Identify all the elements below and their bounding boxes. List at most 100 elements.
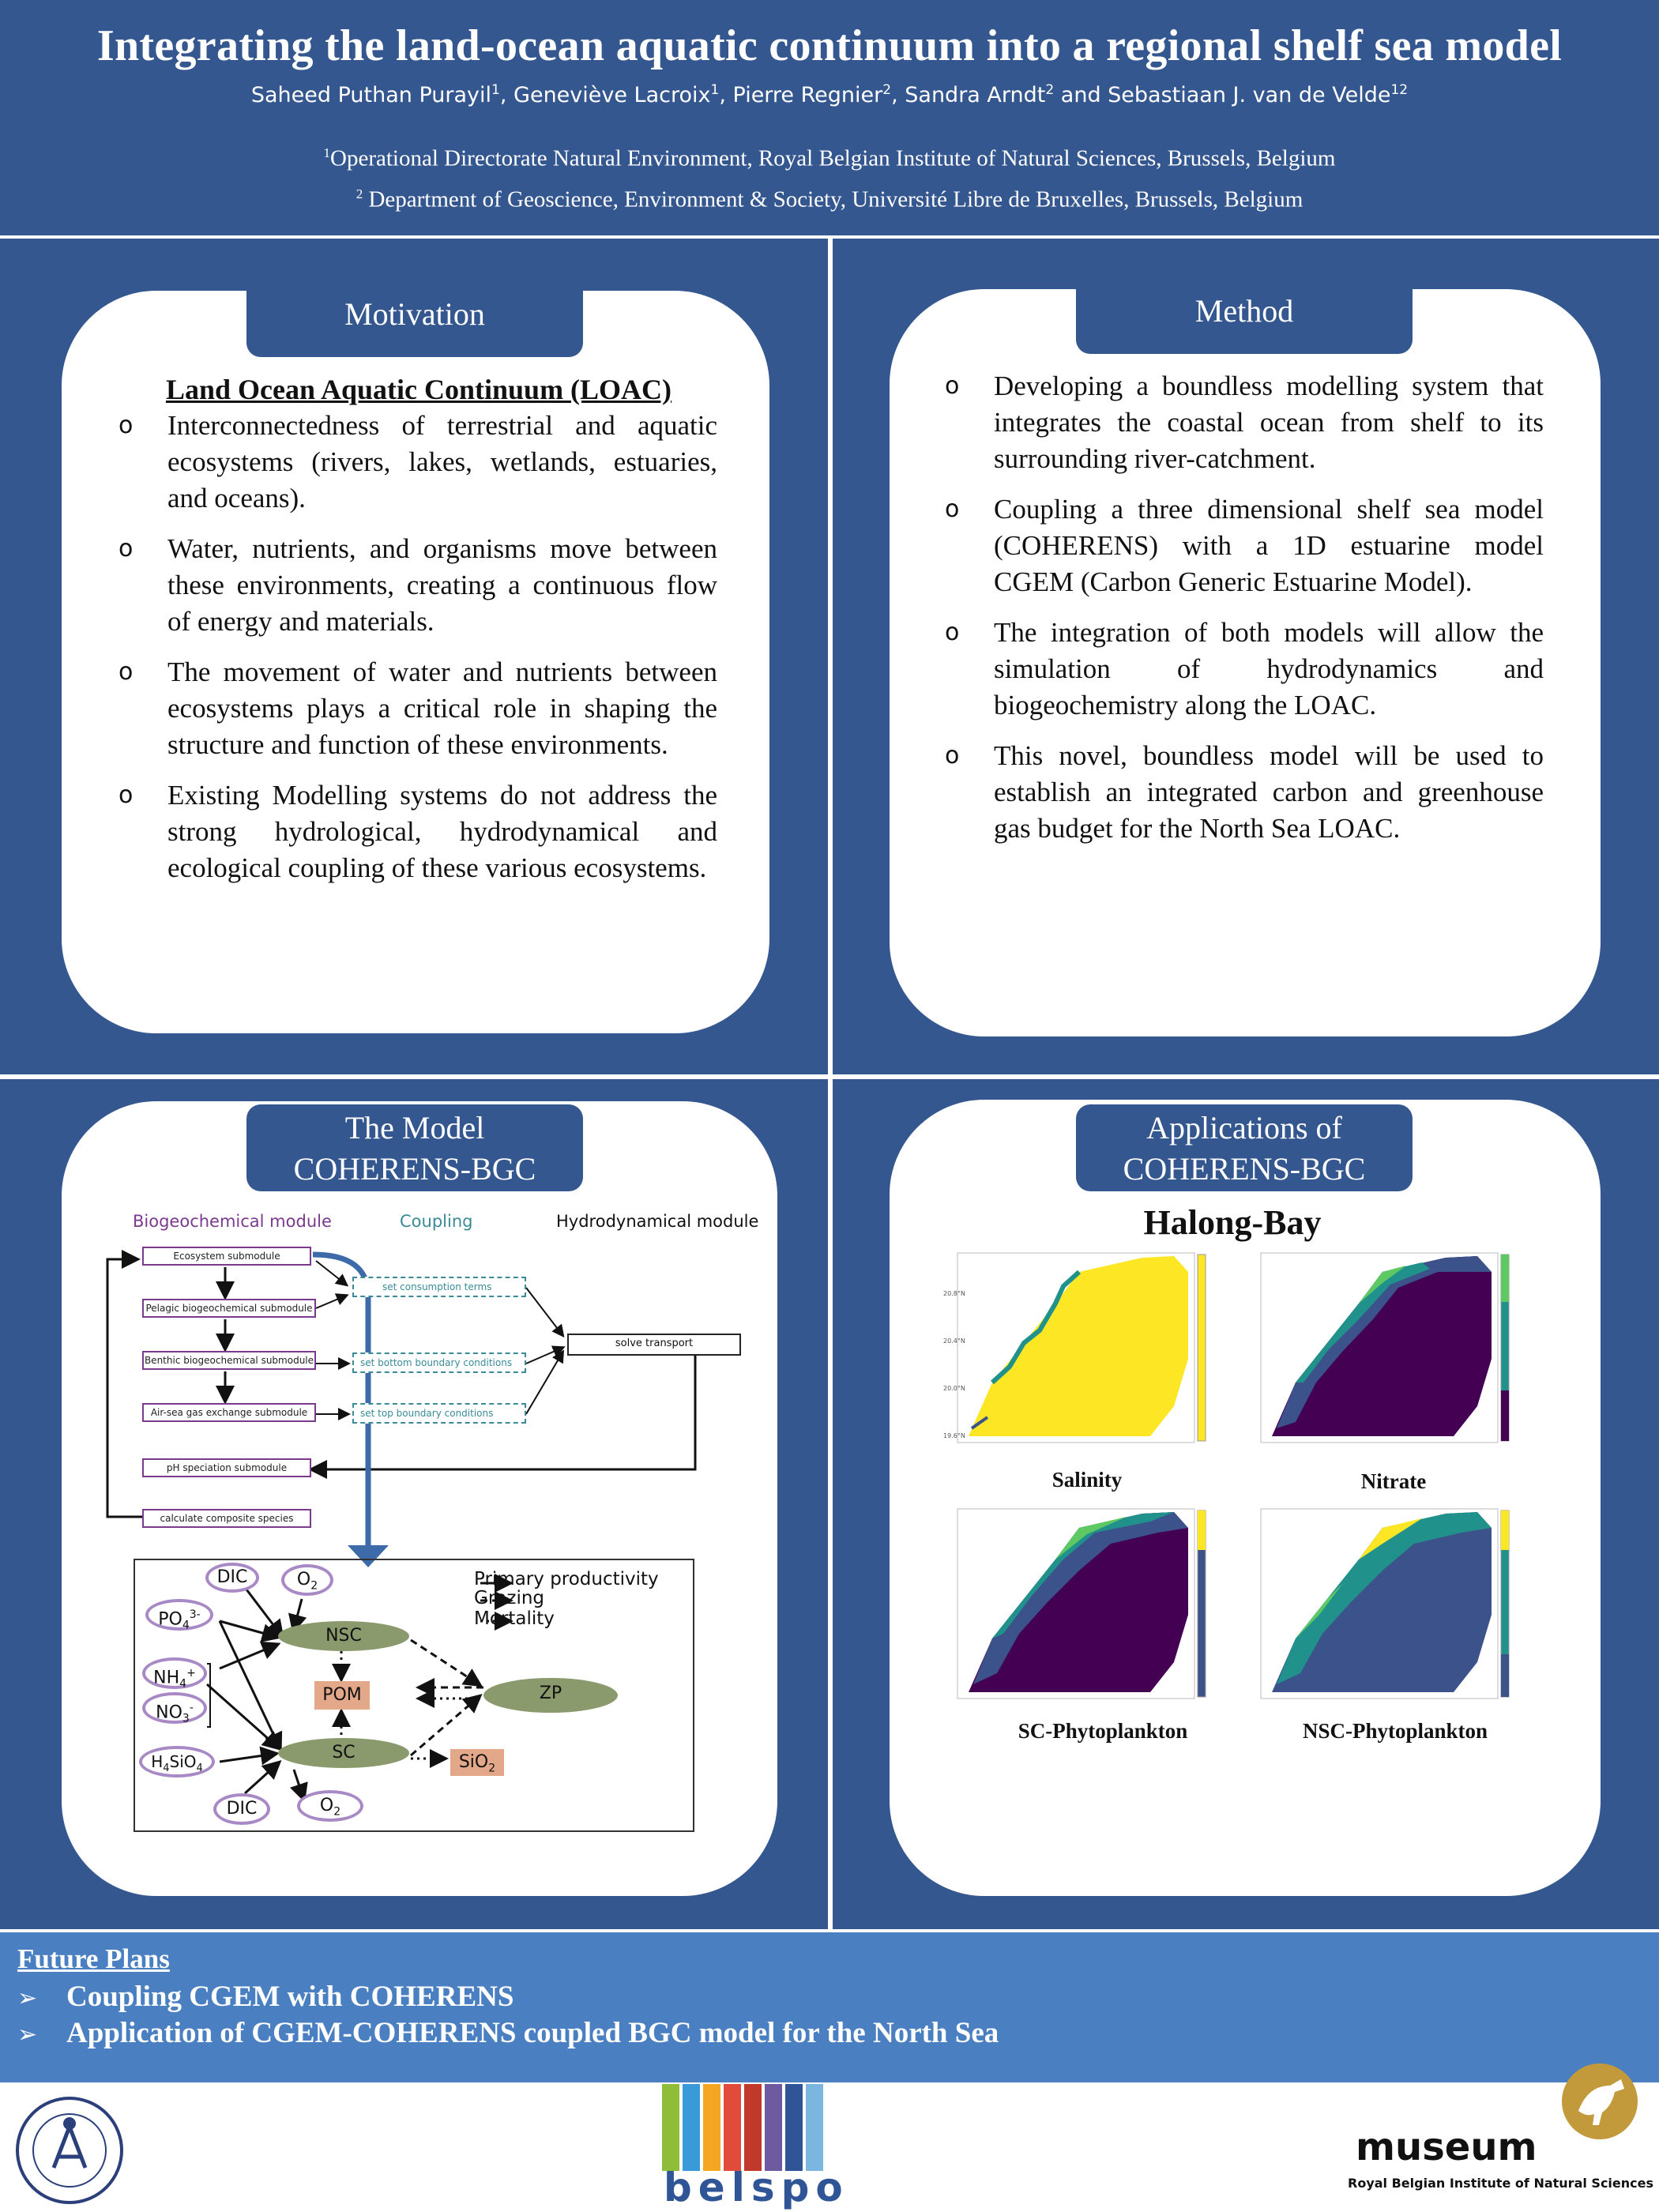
belspo-wordmark: belspo (664, 2165, 849, 2210)
pom-node: POM (314, 1681, 370, 1710)
svg-text:20.4°N: 20.4°N (943, 1337, 965, 1345)
bullet-circle-icon: o (945, 495, 960, 523)
no3-node: NO3- (142, 1692, 207, 1725)
method-bullet-text: Developing a boundless modelling system … (994, 371, 1544, 474)
hydrodynamical-module-label: Hydrodynamical module (556, 1212, 759, 1231)
bullet-circle-icon: o (945, 619, 960, 646)
no3-label: NO (156, 1702, 182, 1723)
h4sio4-label: H (151, 1752, 164, 1771)
biogeochemical-module-label: Biogeochemical module (133, 1212, 332, 1231)
svg-text:20.0°N: 20.0°N (943, 1385, 965, 1392)
belspo-logo (662, 2084, 823, 2171)
method-bullet-item: o Developing a boundless modelling system… (945, 368, 1544, 477)
o2-top-label: O (296, 1570, 311, 1589)
author-name: Pierre Regnier (732, 83, 883, 107)
nh4-label: NH (153, 1668, 180, 1688)
poster-title: Integrating the land-ocean aquatic conti… (96, 21, 1563, 70)
nsc-node: NSC (278, 1621, 409, 1651)
poster-header: Integrating the land-ocean aquatic conti… (0, 0, 1659, 235)
museum-subtitle: Royal Belgian Institute of Natural Scien… (1348, 2176, 1654, 2191)
halong-bay-title: Halong-Bay (1143, 1203, 1322, 1242)
o2-bottom-node: O2 (297, 1790, 363, 1822)
author-separator: , (499, 83, 514, 107)
motivation-bullet-item: o Water, nutrients, and organisms move be… (118, 531, 717, 640)
nitrate-caption: Nitrate (1360, 1469, 1427, 1493)
author-affiliation-sup: 2 (1045, 82, 1055, 98)
bullet-circle-icon: o (945, 372, 960, 400)
sc-phytoplankton-caption: SC-Phytoplankton (1018, 1719, 1188, 1743)
sc-node: SC (278, 1738, 409, 1768)
affiliation-2: 2 Department of Geoscience, Environment … (0, 186, 1659, 213)
bullet-circle-icon: o (118, 412, 134, 439)
nsc-phytoplankton-map (1260, 1508, 1510, 1699)
o2-top-node: O2 (281, 1564, 333, 1596)
future-plan-1: ➢ Coupling CGEM with COHERENS (17, 1980, 514, 2014)
author-separator: , (719, 83, 733, 107)
author-name: Saheed Puthan Purayil (250, 83, 492, 107)
svg-text:19.6°N: 19.6°N (943, 1432, 965, 1439)
author-name: Sandra Arndt (905, 83, 1046, 107)
author-list: Saheed Puthan Purayil1, Geneviève Lacroi… (0, 82, 1659, 107)
motivation-bullet-text: Existing Modelling systems do not addres… (167, 780, 717, 883)
bullet-circle-icon: o (118, 781, 134, 809)
applications-card (890, 1100, 1601, 1896)
legend-mortality: Mortality (474, 1608, 555, 1629)
motivation-bullet-text: Water, nutrients, and organisms move bet… (167, 533, 717, 637)
affiliation-2-sup: 2 (356, 186, 363, 201)
bullet-circle-icon: o (118, 658, 134, 686)
sc-phytoplankton-map (957, 1508, 1206, 1699)
method-card (890, 289, 1601, 1036)
affiliation-1: 1Operational Directorate Natural Environ… (0, 145, 1659, 172)
nitrate-map (1260, 1252, 1510, 1443)
top-boundary-box: set top boundary conditions (352, 1403, 526, 1424)
method-bullet-text: Coupling a three dimensional shelf sea m… (994, 494, 1544, 597)
method-bullet-item: o Coupling a three dimensional shelf sea … (945, 491, 1544, 600)
applications-title: Applications of COHERENS-BGC (1076, 1104, 1413, 1191)
loac-subheading: Land Ocean Aquatic Continuum (LOAC) (165, 374, 672, 405)
solve-transport-box: solve transport (567, 1334, 741, 1356)
future-plans-banner: Future Plans ➢Coupling CGEM with COHEREN… (0, 1932, 1659, 2082)
museum-dinosaur-logo (1562, 2063, 1638, 2139)
o2-bottom-label: O (319, 1796, 334, 1815)
author-affiliation-sup: 12 (1390, 82, 1409, 98)
applications-title-line1: Applications of (1146, 1110, 1342, 1146)
legend-grazing: Grazing (474, 1588, 545, 1608)
po4-label: PO (158, 1609, 182, 1630)
h4sio4-node: H4SiO4 (139, 1746, 215, 1778)
nh4-node: NH4+ (142, 1657, 207, 1691)
dic-bottom-node: DIC (213, 1793, 270, 1825)
motivation-bullet-text: The movement of water and nutrients betw… (167, 656, 717, 760)
future-plan-2: ➢Application of CGEM-COHERENS coupled BG… (17, 2016, 999, 2050)
museum-wordmark: museum (1356, 2125, 1537, 2169)
air-sea-submodule: Air-sea gas exchange submodule (142, 1403, 316, 1422)
salinity-map: 20.8°N 20.4°N 20.0°N 19.6°N (943, 1252, 1206, 1443)
applications-title-line2: COHERENS-BGC (1123, 1151, 1366, 1187)
affiliation-1-sup: 1 (323, 145, 331, 160)
affiliation-1-text: Operational Directorate Natural Environm… (330, 145, 1336, 171)
motivation-bullet-item: o Existing Modelling systems do not addre… (118, 777, 717, 886)
sio2-node: SiO2 (450, 1749, 504, 1776)
model-title: The Model COHERENS-BGC (246, 1104, 583, 1191)
coupling-label: Coupling (400, 1212, 473, 1231)
arrow-bullet-icon: ➢ (17, 1984, 38, 2012)
po4-node: PO43- (145, 1599, 213, 1632)
motivation-bullet-item: o The movement of water and nutrients bet… (118, 654, 717, 763)
svg-text:20.8°N: 20.8°N (943, 1290, 965, 1297)
bullet-circle-icon: o (118, 535, 134, 562)
author-separator: and (1054, 83, 1108, 107)
method-bullet-item: o The integration of both models will all… (945, 615, 1544, 724)
motivation-card (62, 291, 769, 1033)
author-affiliation-sup: 2 (882, 82, 892, 98)
method-bullet-text: The integration of both models will allo… (994, 617, 1544, 720)
author-name: Geneviève Lacroix (514, 83, 711, 107)
zp-node: ZP (483, 1678, 618, 1713)
benthic-submodule: Benthic biogeochemical submodule (142, 1351, 316, 1370)
affiliation-2-text: Department of Geoscience, Environment & … (363, 186, 1304, 213)
method-bullets: o Developing a boundless modelling system… (945, 368, 1544, 861)
author-affiliation-sup: 1 (710, 82, 720, 98)
future-plan-1-text: Coupling CGEM with COHERENS (66, 1981, 514, 2013)
author-affiliation-sup: 1 (491, 82, 500, 98)
bullet-circle-icon: o (945, 742, 960, 769)
